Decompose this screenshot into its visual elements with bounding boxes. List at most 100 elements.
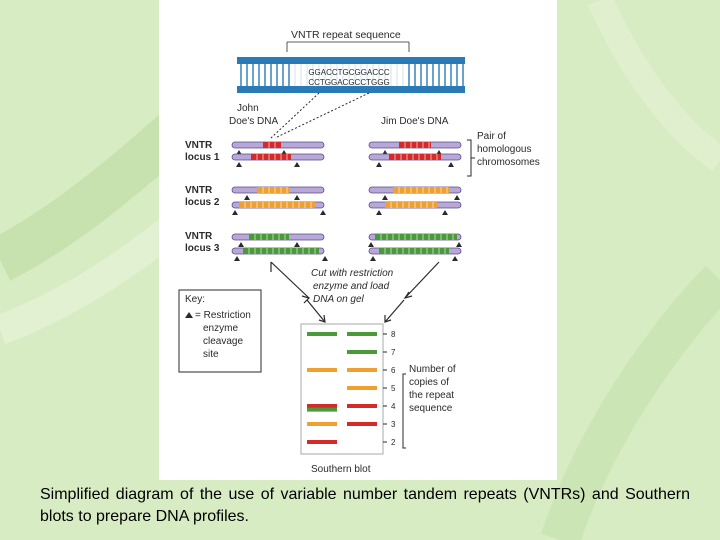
vntr-repeat-segment bbox=[375, 234, 457, 240]
cleavage-site-icon bbox=[454, 195, 460, 200]
chromosome bbox=[368, 233, 462, 247]
cleavage-site-icon bbox=[185, 312, 193, 318]
arrow-to-gel-left bbox=[306, 299, 326, 323]
cleavage-site-icon bbox=[294, 162, 300, 167]
sequence-top: GGACCTGCGGACCC bbox=[308, 68, 390, 77]
cleavage-site-icon bbox=[238, 242, 244, 247]
gel-band bbox=[347, 368, 377, 372]
cleavage-site-icon bbox=[294, 242, 300, 247]
chromosome bbox=[368, 201, 462, 215]
ladder-label: 6 bbox=[391, 366, 396, 375]
john-label-line1: John bbox=[237, 103, 259, 114]
gel-band bbox=[307, 407, 337, 412]
cleavage-site-icon bbox=[370, 256, 376, 261]
vntr-repeat-segment bbox=[249, 234, 289, 240]
key-line3: cleavage bbox=[203, 336, 243, 347]
cut-label-line1: Cut with restriction bbox=[311, 268, 394, 279]
ladder-label: 8 bbox=[391, 330, 396, 339]
chromosome-pairs bbox=[231, 141, 462, 261]
gel-band bbox=[307, 368, 337, 372]
cleavage-site-icon bbox=[234, 256, 240, 261]
arrow-to-gel-right bbox=[384, 299, 405, 323]
cleavage-site-icon bbox=[376, 162, 382, 167]
pair-label-line3: chromosomes bbox=[477, 157, 540, 168]
jim-label: Jim Doe's DNA bbox=[381, 116, 449, 127]
chromosome bbox=[231, 247, 328, 261]
cleavage-site-icon bbox=[376, 210, 382, 215]
vntr-repeat-segment bbox=[389, 154, 441, 160]
vntr-repeat-segment bbox=[257, 187, 289, 193]
gel-band bbox=[347, 350, 377, 354]
vntr-diagram: VNTR repeat sequence GGACCTGCGGACCC CCTG… bbox=[159, 0, 557, 480]
cleavage-site-icon bbox=[448, 162, 454, 167]
cleavage-site-icon bbox=[236, 162, 242, 167]
chromosome bbox=[231, 233, 325, 247]
cleavage-site-icon bbox=[232, 210, 238, 215]
locus2-name: VNTR bbox=[185, 185, 213, 196]
chromosome bbox=[368, 247, 462, 261]
chromosome bbox=[231, 201, 326, 215]
ladder-label: 7 bbox=[391, 348, 396, 357]
vntr-repeat-segment bbox=[263, 142, 281, 148]
cut-label-line3: DNA on gel bbox=[313, 294, 365, 305]
copies-label-line4: sequence bbox=[409, 403, 453, 414]
dna-double-helix: GGACCTGCGGACCC CCTGGACGCCTGGG bbox=[237, 57, 465, 93]
pair-label-line1: Pair of bbox=[477, 131, 506, 142]
diagram-canvas: VNTR repeat sequence GGACCTGCGGACCC CCTG… bbox=[178, 29, 540, 475]
pair-label-line2: homologous bbox=[477, 144, 531, 155]
vntr-repeat-segment bbox=[251, 154, 291, 160]
key-line2: enzyme bbox=[203, 323, 238, 334]
gel-band bbox=[347, 332, 377, 336]
cleavage-site-icon bbox=[294, 195, 300, 200]
locus2-sub: locus 2 bbox=[185, 197, 220, 208]
cleavage-site-icon bbox=[456, 242, 462, 247]
key-box: Key: = Restriction enzyme cleavage site bbox=[178, 289, 262, 373]
locus1-name: VNTR bbox=[185, 140, 213, 151]
figure-caption: Simplified diagram of the use of variabl… bbox=[40, 486, 690, 525]
vntr-repeat-segment bbox=[379, 248, 449, 254]
southern-blot-label: Southern blot bbox=[311, 464, 371, 475]
cleavage-site-icon bbox=[442, 210, 448, 215]
locus3-name: VNTR bbox=[185, 231, 213, 242]
cleavage-site-icon bbox=[452, 256, 458, 261]
vntr-repeat-segment bbox=[393, 187, 449, 193]
cleavage-site-icon bbox=[244, 195, 250, 200]
key-line4: site bbox=[203, 349, 219, 360]
cleavage-site-icon bbox=[382, 195, 388, 200]
sequence-bottom: CCTGGACGCCTGGG bbox=[308, 78, 389, 87]
chromosome bbox=[231, 141, 325, 155]
cleavage-site-icon bbox=[322, 256, 328, 261]
john-label-line2: Doe's DNA bbox=[229, 116, 278, 127]
chromosome bbox=[368, 141, 462, 155]
key-line1: = Restriction bbox=[195, 310, 251, 321]
chromosome bbox=[231, 153, 325, 167]
gel-band bbox=[307, 332, 337, 336]
gel-band bbox=[307, 440, 337, 444]
cleavage-site-icon bbox=[320, 210, 326, 215]
copies-label-line2: copies of bbox=[409, 377, 449, 388]
cut-label-line2: enzyme and load bbox=[313, 281, 390, 292]
vntr-repeat-segment bbox=[385, 202, 437, 208]
gel-band bbox=[347, 422, 377, 426]
locus3-sub: locus 3 bbox=[185, 243, 220, 254]
chromosome bbox=[368, 186, 462, 200]
key-title: Key: bbox=[185, 294, 205, 305]
vntr-repeat-segment bbox=[239, 202, 315, 208]
cleavage-site-icon bbox=[368, 242, 374, 247]
vntr-title: VNTR repeat sequence bbox=[291, 29, 401, 41]
copies-label-line3: the repeat bbox=[409, 390, 454, 401]
vntr-repeat-segment bbox=[243, 248, 319, 254]
gel-band bbox=[347, 386, 377, 390]
ladder-label: 4 bbox=[391, 402, 396, 411]
gel-band bbox=[307, 404, 337, 408]
chromosome bbox=[368, 153, 462, 167]
chromosome bbox=[231, 186, 325, 200]
vntr-repeat-segment bbox=[399, 142, 431, 148]
ladder-label: 2 bbox=[391, 438, 396, 447]
copies-label-line1: Number of bbox=[409, 364, 456, 375]
ladder-label: 5 bbox=[391, 384, 396, 393]
gel-band bbox=[347, 404, 377, 408]
gel-band bbox=[307, 422, 337, 426]
locus1-sub: locus 1 bbox=[185, 152, 220, 163]
